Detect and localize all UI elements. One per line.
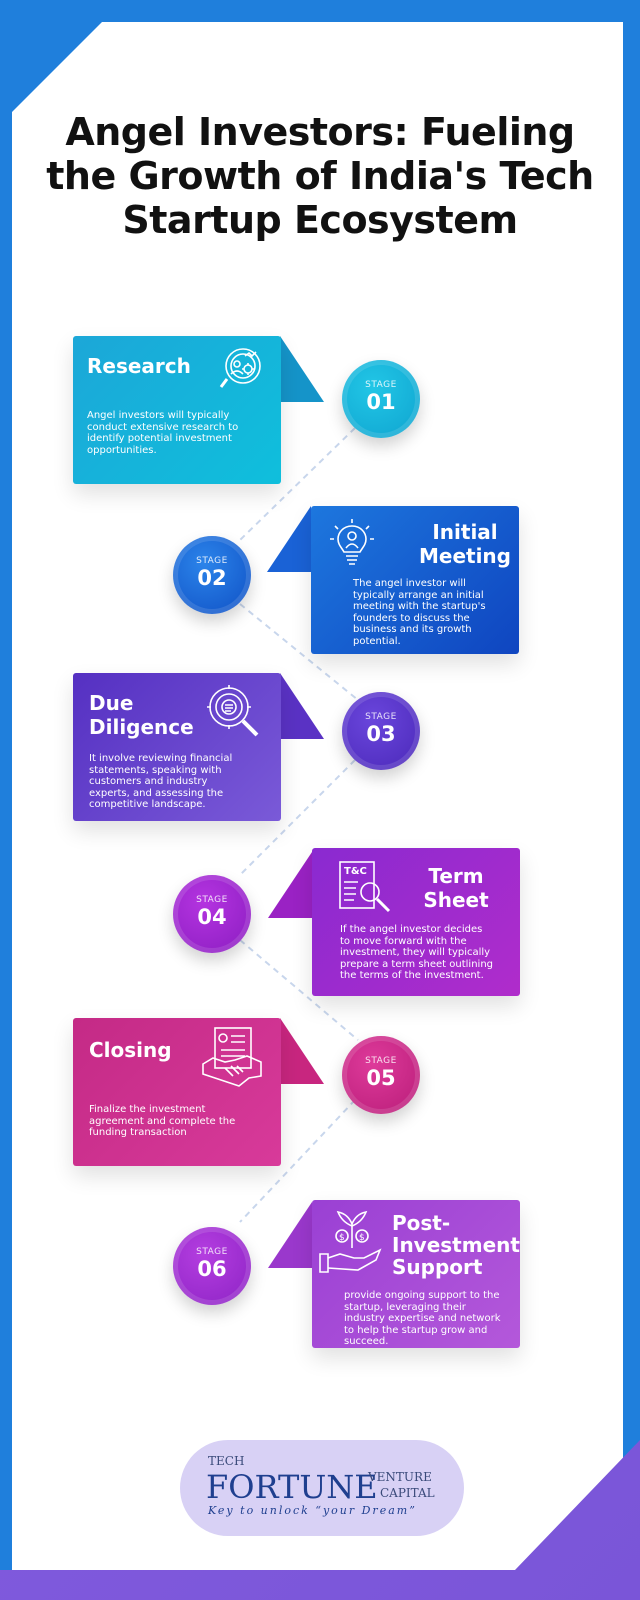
- handshake-contract-icon: [201, 1026, 265, 1094]
- stage-4-title: Term Sheet: [423, 864, 489, 912]
- stage-6-badge: STAGE 06: [173, 1227, 251, 1305]
- stage-4-card: T&C Term Sheet If the angel investor dec…: [312, 848, 520, 996]
- gear-magnifier-icon: [207, 685, 263, 745]
- idea-person-bulb-icon: [329, 518, 375, 574]
- stage-3-text: It involve reviewing financial statement…: [89, 753, 233, 810]
- stage-6-title: Post-Investment Support: [392, 1211, 520, 1279]
- stage-5-title: Closing: [89, 1038, 172, 1062]
- stage-3-badge: STAGE 03: [342, 692, 420, 770]
- tech-fortune-logo: TECH FORTUNE VENTURE CAPITAL Key to unlo…: [180, 1440, 464, 1536]
- research-analytics-icon: [219, 346, 265, 396]
- stage-1-text: Angel investors will typically conduct e…: [87, 410, 239, 456]
- stage-2-pointer: [267, 506, 311, 572]
- stage-3-card: Due Diligence It involve reviewing finan…: [73, 673, 281, 821]
- stage-3-number: 03: [366, 722, 396, 746]
- stage-5-card: Closing Finalize the investment agreemen…: [73, 1018, 281, 1166]
- stage-1-title: Research: [87, 354, 191, 378]
- terms-icon-text: T&C: [344, 866, 367, 877]
- terms-document-icon: T&C: [338, 860, 394, 920]
- stage-5-text: Finalize the investment agreement and co…: [89, 1104, 236, 1138]
- logo-venture-text: VENTURE: [368, 1470, 432, 1484]
- stage-5-pointer: [280, 1018, 324, 1084]
- stage-6-pointer: [268, 1202, 312, 1268]
- stage-6-number: 06: [197, 1257, 227, 1281]
- stage-5-badge: STAGE 05: [342, 1036, 420, 1114]
- stage-6-text: provide ongoing support to the startup, …: [344, 1290, 501, 1347]
- stage-1-number: 01: [366, 390, 396, 414]
- page-title: Angel Investors: Fueling the Growth of I…: [46, 110, 594, 242]
- logo-tagline: Key to unlock “your Dream”: [208, 1504, 417, 1517]
- stage-2-text: The angel investor will typically arrang…: [353, 578, 486, 647]
- stage-2-badge: STAGE 02: [173, 536, 251, 614]
- stage-3-title: Due Diligence: [89, 691, 194, 739]
- svg-text:$: $: [359, 1233, 365, 1243]
- stage-4-pointer: [268, 852, 312, 918]
- svg-text:$: $: [339, 1233, 345, 1243]
- stage-2-card: Initial Meeting The angel investor will …: [311, 506, 519, 654]
- stage-6-card: $ $ Post-Investment Support provide ongo…: [312, 1200, 520, 1348]
- stage-5-number: 05: [366, 1066, 396, 1090]
- stage-3-pointer: [280, 673, 324, 739]
- logo-brand-text: FORTUNE: [206, 1468, 378, 1506]
- stage-1-pointer: [280, 336, 324, 402]
- stage-4-number: 04: [197, 905, 227, 929]
- stage-4-text: If the angel investor decides to move fo…: [340, 924, 494, 981]
- logo-tech-text: TECH: [208, 1454, 245, 1468]
- stage-4-badge: STAGE 04: [173, 875, 251, 953]
- stage-1-badge: STAGE 01: [342, 360, 420, 438]
- money-plant-hand-icon: $ $: [318, 1208, 384, 1278]
- stage-2-title: Initial Meeting: [418, 520, 511, 568]
- stage-2-number: 02: [197, 566, 227, 590]
- stage-1-card: Research Angel investors will typically …: [73, 336, 281, 484]
- logo-capital-text: CAPITAL: [380, 1486, 435, 1500]
